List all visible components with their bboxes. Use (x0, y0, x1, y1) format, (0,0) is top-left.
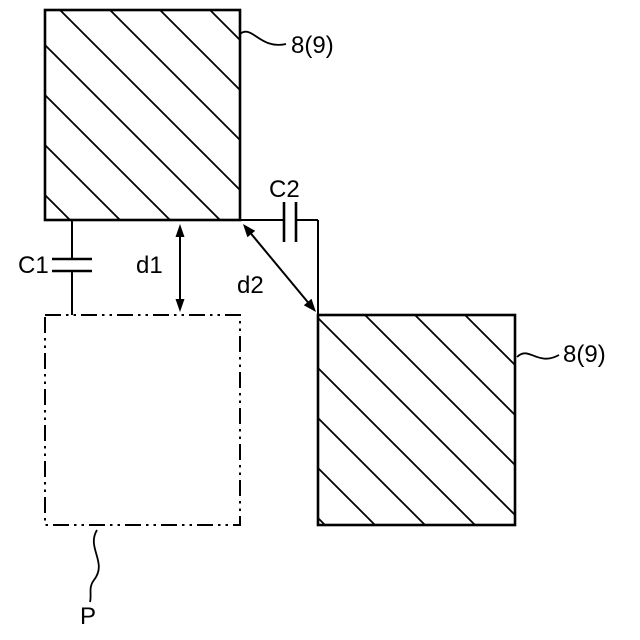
label-pad: P (80, 603, 96, 630)
label-top-block: 8(9) (291, 32, 334, 59)
leader-pad (89, 529, 100, 603)
label-capacitor-c1: C1 (18, 252, 49, 279)
pad-outline-rect (44, 314, 241, 526)
capacitor-c2-symbol (240, 202, 319, 315)
leader-top-block (239, 31, 287, 46)
d2-arrowhead-upleft-icon (243, 224, 256, 238)
hatched-block-bottom-right-rect (316, 313, 517, 527)
hatched-block-top-left (43, 8, 242, 222)
d1-dimension-arrow (175, 224, 185, 312)
d2-arrow-line (245, 226, 314, 310)
label-capacitor-c2: C2 (269, 176, 300, 203)
d2-arrowhead-downright-icon (303, 298, 316, 312)
d1-arrowhead-up-icon (175, 224, 185, 237)
d2-dimension-arrow (243, 224, 316, 312)
leader-bottom-block (516, 352, 560, 360)
label-bottom-block: 8(9) (563, 341, 606, 368)
label-distance-d1: d1 (136, 252, 163, 279)
hatched-block-top-left-rect (43, 8, 242, 222)
hatched-block-bottom-right (316, 313, 517, 527)
label-distance-d2: d2 (237, 272, 264, 299)
pad-outline (44, 314, 241, 526)
d1-arrowhead-down-icon (175, 299, 185, 312)
capacitor-c1-symbol (52, 220, 92, 315)
